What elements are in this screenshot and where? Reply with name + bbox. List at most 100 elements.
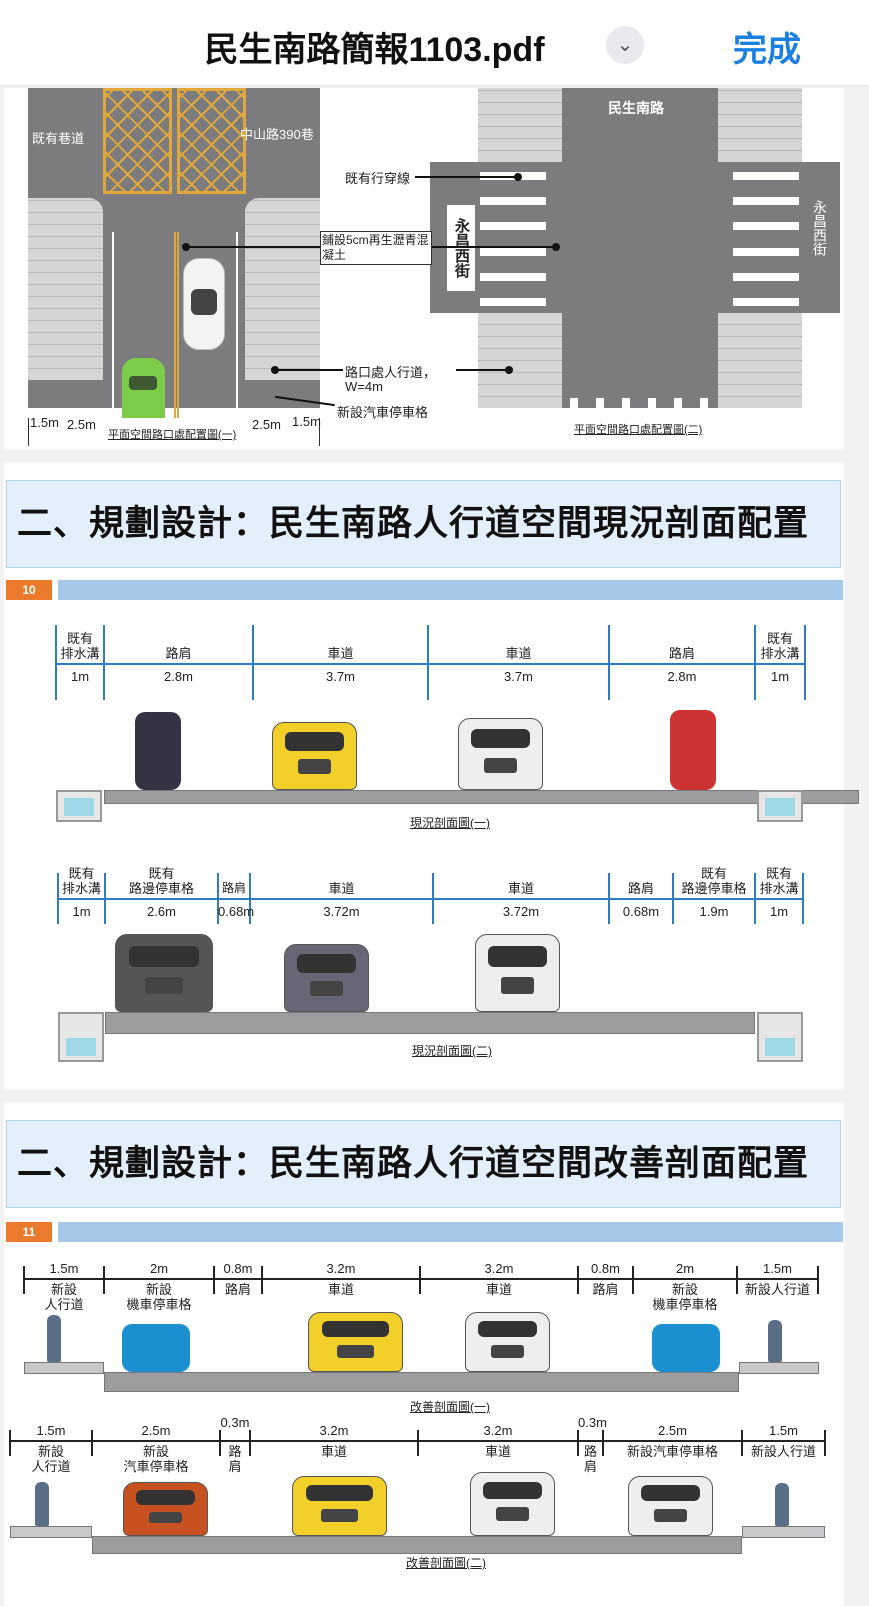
yongchang-label-right: 永昌西街	[812, 200, 828, 256]
car-icon	[284, 944, 369, 1012]
sidewalk-slab	[742, 1526, 825, 1538]
minsheng-road-label: 民生南路	[608, 100, 664, 116]
slide-title: 二、規劃設計：民生南路人行道空間改善剖面配置	[6, 1120, 841, 1208]
car-icon	[628, 1476, 713, 1536]
dimension-tick	[608, 625, 610, 700]
segment-label: 新設人行道	[750, 1444, 816, 1459]
dimension-tick	[57, 873, 59, 924]
segment-width: 3.2m	[484, 1261, 514, 1276]
dimension-tick	[632, 1266, 634, 1294]
section-caption: 現況剖面圖(一)	[410, 816, 490, 830]
segment-label: 新設 機車停車格	[126, 1282, 192, 1312]
road-deck	[104, 1372, 739, 1392]
dimension-tick	[217, 873, 219, 924]
sidewalk-slab	[24, 1362, 104, 1374]
car-icon	[115, 934, 213, 1012]
drainage-ditch	[757, 790, 803, 822]
dimension-tick	[741, 1430, 743, 1456]
segment-width: 2.5m	[141, 1423, 171, 1438]
segment-width: 2.8m	[667, 669, 697, 684]
segment-width: 1m	[769, 904, 789, 919]
segment-width: 1m	[70, 669, 90, 684]
dimension-tick	[817, 1266, 819, 1294]
plan-caption-1: 平面空間路口處配置圖(一)	[108, 429, 237, 441]
car-icon	[272, 722, 357, 790]
segment-width: 2.6m	[147, 904, 176, 919]
dimension-tick	[249, 1430, 251, 1456]
dimension-tick	[252, 625, 254, 700]
segment-width: 1.5m	[49, 1261, 79, 1276]
pedestrian-icon	[35, 1482, 49, 1526]
segment-label: 新設汽車停車格	[626, 1444, 718, 1459]
section-caption: 現況剖面圖(二)	[412, 1044, 492, 1058]
dimension-tick	[55, 625, 57, 700]
dimension-tick	[103, 1266, 105, 1294]
dimension-tick	[754, 873, 756, 924]
segment-width: 0.68m	[218, 904, 255, 919]
road-deck	[104, 790, 859, 804]
segment-width: 3.72m	[502, 904, 540, 919]
segment-width: 0.3m	[220, 1415, 250, 1430]
section-caption: 改善剖面圖(二)	[406, 1556, 486, 1570]
segment-width: 0.8m	[591, 1261, 620, 1276]
dim-label: 1.5m	[30, 415, 59, 430]
callout-asphalt: 鋪設5cm再生瀝青混凝土	[320, 231, 432, 265]
callout-sidewalk: 路口處人行道，	[345, 365, 437, 380]
car-icon	[458, 718, 543, 790]
dimension-tick	[213, 1266, 215, 1294]
dimension-line	[24, 1278, 818, 1280]
dimension-tick	[103, 625, 105, 700]
slide-header-bar	[58, 1222, 843, 1242]
segment-label: 車道	[327, 646, 354, 661]
segment-width: 1.5m	[763, 1261, 792, 1276]
dim-label: 1.5m	[292, 414, 321, 429]
segment-label: 車道	[485, 1282, 512, 1297]
dimension-line	[58, 898, 803, 900]
car-icon	[123, 1482, 208, 1536]
dimension-tick	[804, 625, 806, 700]
dimension-tick	[417, 1430, 419, 1456]
segment-width: 0.68m	[622, 904, 660, 919]
segment-label: 車道	[507, 881, 534, 896]
segment-width: 3.7m	[504, 669, 533, 684]
segment-width: 3.2m	[319, 1423, 349, 1438]
dimension-tick	[9, 1430, 11, 1456]
dimension-tick	[261, 1266, 263, 1294]
dimension-tick	[824, 1430, 826, 1456]
car-icon	[475, 934, 560, 1012]
document-title[interactable]: 民生南路簡報1103.pdf	[204, 31, 545, 69]
slide-title: 二、規劃設計：民生南路人行道空間現況剖面配置	[6, 480, 841, 568]
top-bar: 民生南路簡報1103.pdf ⌄ 完成	[0, 0, 869, 86]
dimension-tick	[608, 873, 610, 924]
segment-width: 1.5m	[769, 1423, 798, 1438]
segment-label: 路 肩	[228, 1444, 242, 1474]
car-icon	[465, 1312, 550, 1372]
dimension-tick	[736, 1266, 738, 1294]
scooter-icon	[122, 1324, 190, 1372]
segment-width: 2m	[675, 1261, 695, 1276]
scooter-icon	[670, 710, 716, 790]
segment-label: 車道	[327, 1282, 354, 1297]
car-icon	[470, 1472, 555, 1536]
segment-label: 車道	[328, 881, 355, 896]
callout-crosswalk: 既有行穿線	[345, 171, 411, 186]
segment-label: 車道	[505, 646, 532, 661]
segment-label: 既有 路邊停車格	[128, 866, 194, 896]
plan-caption-2: 平面空間路口處配置圖(二)	[574, 424, 703, 436]
dimension-tick	[602, 1430, 604, 1456]
chevron-down-icon[interactable]: ⌄	[606, 26, 644, 64]
dimension-tick	[432, 873, 434, 924]
done-button[interactable]: 完成	[733, 31, 801, 69]
dimension-tick	[672, 873, 674, 924]
segment-width: 2.8m	[164, 669, 193, 684]
dimension-tick	[754, 625, 756, 700]
drainage-ditch	[757, 1012, 803, 1062]
scooter-icon	[135, 712, 181, 790]
segment-label: 既有 路邊停車格	[681, 866, 747, 896]
segment-label: 車道	[484, 1444, 511, 1459]
segment-label: 路 肩	[583, 1444, 597, 1474]
existing-alley-label: 既有巷道	[32, 131, 85, 146]
segment-label: 既有 排水溝	[759, 866, 799, 896]
road-deck	[105, 1012, 755, 1034]
dimension-tick	[577, 1266, 579, 1294]
